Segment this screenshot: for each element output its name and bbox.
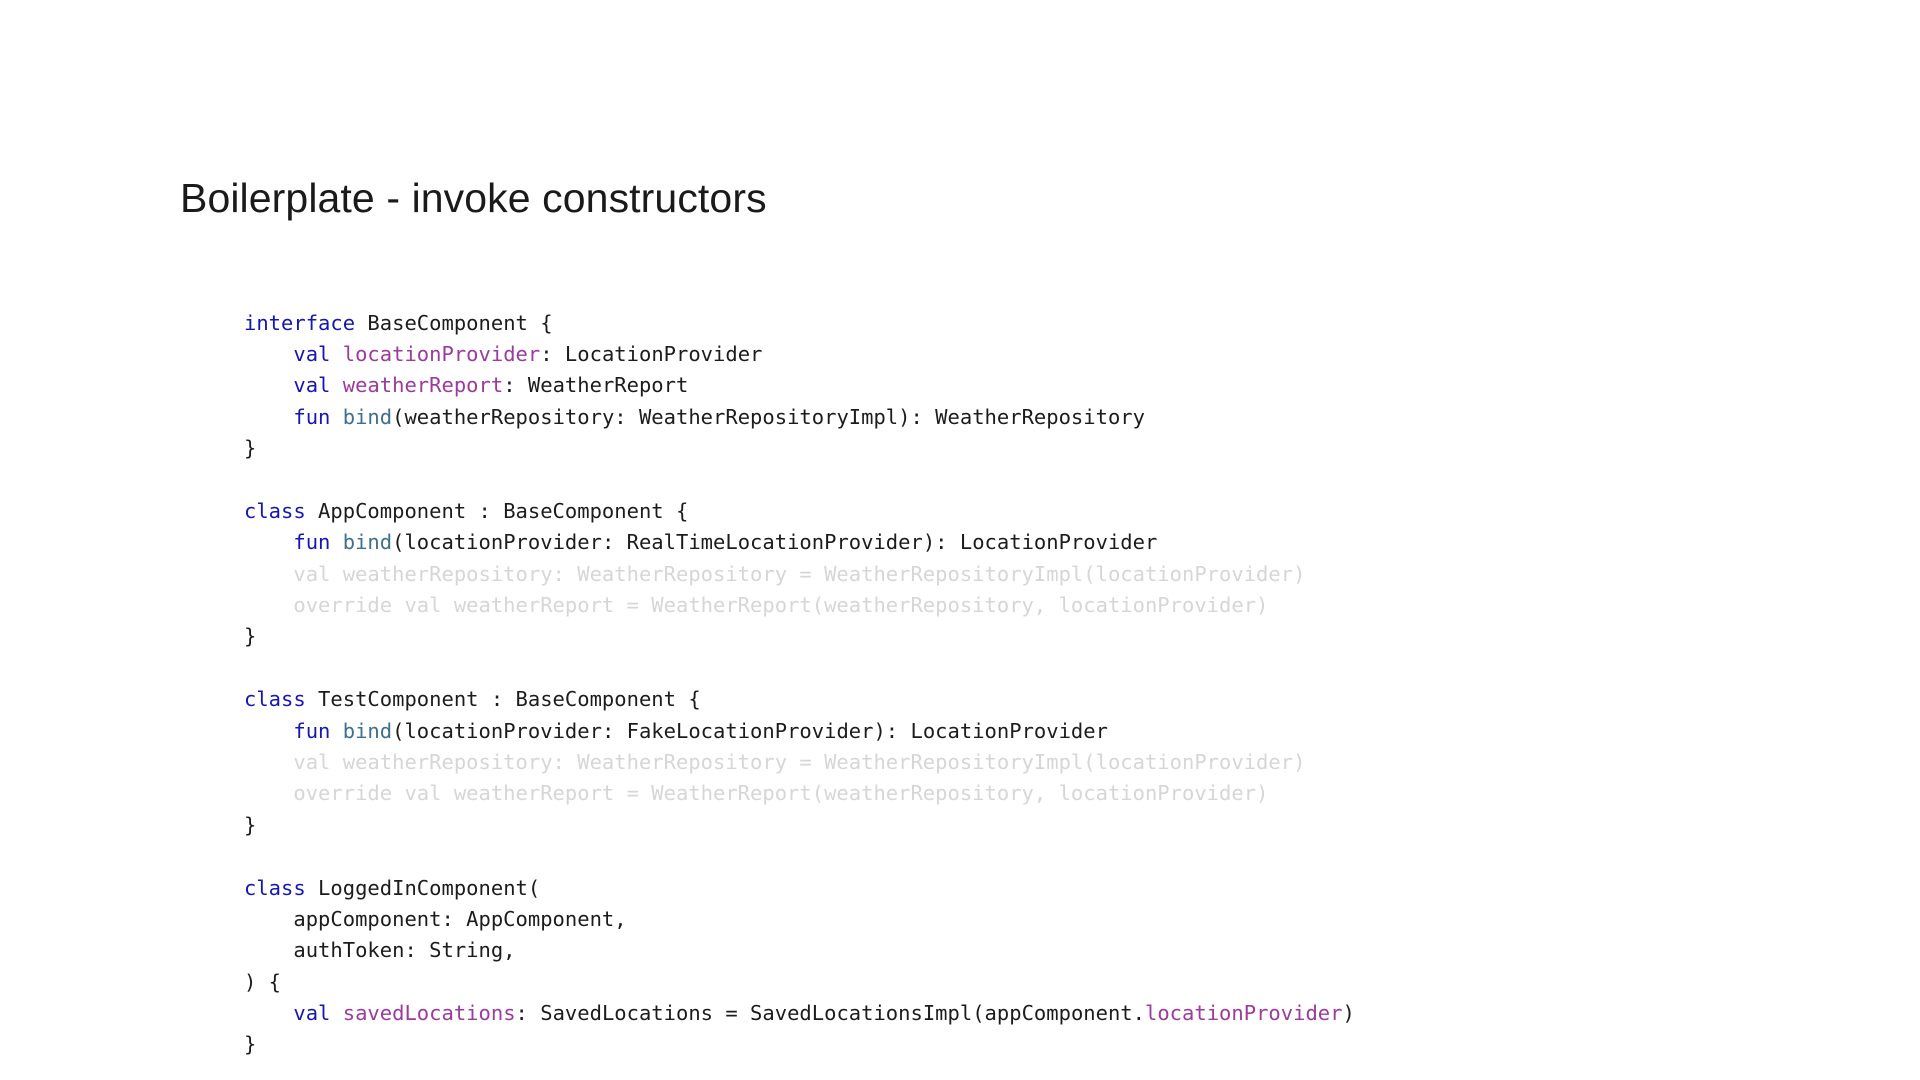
code-token — [244, 1001, 293, 1025]
code-token: val weatherRepository: WeatherRepository… — [244, 749, 1306, 774]
code-token: : WeatherReport — [503, 373, 689, 398]
code-token: savedLocations — [342, 1001, 516, 1026]
code-token: bind — [342, 530, 393, 555]
code-token: class — [244, 498, 306, 523]
code-token: val — [293, 341, 331, 366]
code-token — [244, 719, 293, 743]
code-token: fun — [293, 404, 331, 429]
code-token: (weatherRepository: WeatherRepositoryImp… — [392, 404, 1145, 429]
code-token: TestComponent : BaseComponent { — [305, 687, 701, 712]
code-token: bind — [342, 404, 393, 429]
code-token: ) { — [244, 969, 282, 994]
code-token — [330, 530, 342, 554]
code-line: } — [244, 621, 1355, 652]
code-line: class TestComponent : BaseComponent { — [244, 684, 1355, 715]
code-token: appComponent: AppComponent, — [244, 906, 627, 931]
code-token: ) — [1342, 1001, 1355, 1026]
code-token: fun — [293, 530, 331, 555]
code-line: authToken: String, — [244, 935, 1355, 966]
code-token: } — [244, 1032, 257, 1057]
code-token — [330, 1001, 342, 1025]
code-line: interface BaseComponent { — [244, 308, 1355, 339]
code-line: } — [244, 1029, 1355, 1060]
code-blank-line — [244, 841, 1355, 872]
code-token: LoggedInComponent( — [305, 875, 541, 900]
code-token: fun — [293, 718, 331, 743]
code-token — [330, 405, 342, 429]
code-token — [330, 719, 342, 743]
code-line: class LoggedInComponent( — [244, 873, 1355, 904]
code-token: BaseComponent { — [355, 310, 553, 335]
code-token: locationProvider — [1145, 1001, 1343, 1026]
code-token: val — [293, 373, 331, 398]
code-token: bind — [342, 718, 393, 743]
code-line: fun bind(locationProvider: FakeLocationP… — [244, 716, 1355, 747]
code-line: val weatherReport: WeatherReport — [244, 370, 1355, 401]
code-blank-line — [244, 653, 1355, 684]
code-token — [330, 342, 342, 366]
code-line: val locationProvider: LocationProvider — [244, 339, 1355, 370]
code-block: interface BaseComponent { val locationPr… — [244, 308, 1355, 1061]
code-token: authToken: String, — [244, 938, 516, 963]
code-line: class AppComponent : BaseComponent { — [244, 496, 1355, 527]
code-token: override val weatherReport = WeatherRepo… — [244, 781, 1269, 806]
code-token: val — [293, 1001, 331, 1026]
code-token: } — [244, 436, 257, 461]
code-line: } — [244, 810, 1355, 841]
code-blank-line — [244, 464, 1355, 495]
code-token: (locationProvider: FakeLocationProvider)… — [392, 718, 1108, 743]
code-token: : SavedLocations = SavedLocationsImpl(ap… — [515, 1001, 1145, 1026]
code-line: ) { — [244, 967, 1355, 998]
code-token — [244, 405, 293, 429]
code-line: fun bind(locationProvider: RealTimeLocat… — [244, 527, 1355, 558]
code-line: val savedLocations: SavedLocations = Sav… — [244, 998, 1355, 1029]
code-line: override val weatherReport = WeatherRepo… — [244, 590, 1355, 621]
code-token: val weatherRepository: WeatherRepository… — [244, 561, 1306, 586]
code-token: class — [244, 687, 306, 712]
code-token: (locationProvider: RealTimeLocationProvi… — [392, 530, 1158, 555]
code-token: : LocationProvider — [540, 341, 763, 366]
code-token — [330, 373, 342, 397]
code-token: } — [244, 812, 257, 837]
code-line: override val weatherReport = WeatherRepo… — [244, 778, 1355, 809]
code-line: fun bind(weatherRepository: WeatherRepos… — [244, 402, 1355, 433]
code-token: override val weatherReport = WeatherRepo… — [244, 593, 1269, 618]
code-token: weatherReport — [342, 373, 504, 398]
code-token: AppComponent : BaseComponent { — [305, 498, 689, 523]
code-token: } — [244, 624, 257, 649]
code-line: appComponent: AppComponent, — [244, 904, 1355, 935]
code-line: } — [244, 433, 1355, 464]
page-title: Boilerplate - invoke constructors — [180, 175, 767, 222]
code-line: val weatherRepository: WeatherRepository… — [244, 747, 1355, 778]
code-token — [244, 342, 293, 366]
code-token: locationProvider — [342, 341, 541, 366]
code-token: class — [244, 875, 306, 900]
code-token: interface — [244, 310, 356, 335]
code-line: val weatherRepository: WeatherRepository… — [244, 559, 1355, 590]
code-token — [244, 530, 293, 554]
code-token — [244, 373, 293, 397]
